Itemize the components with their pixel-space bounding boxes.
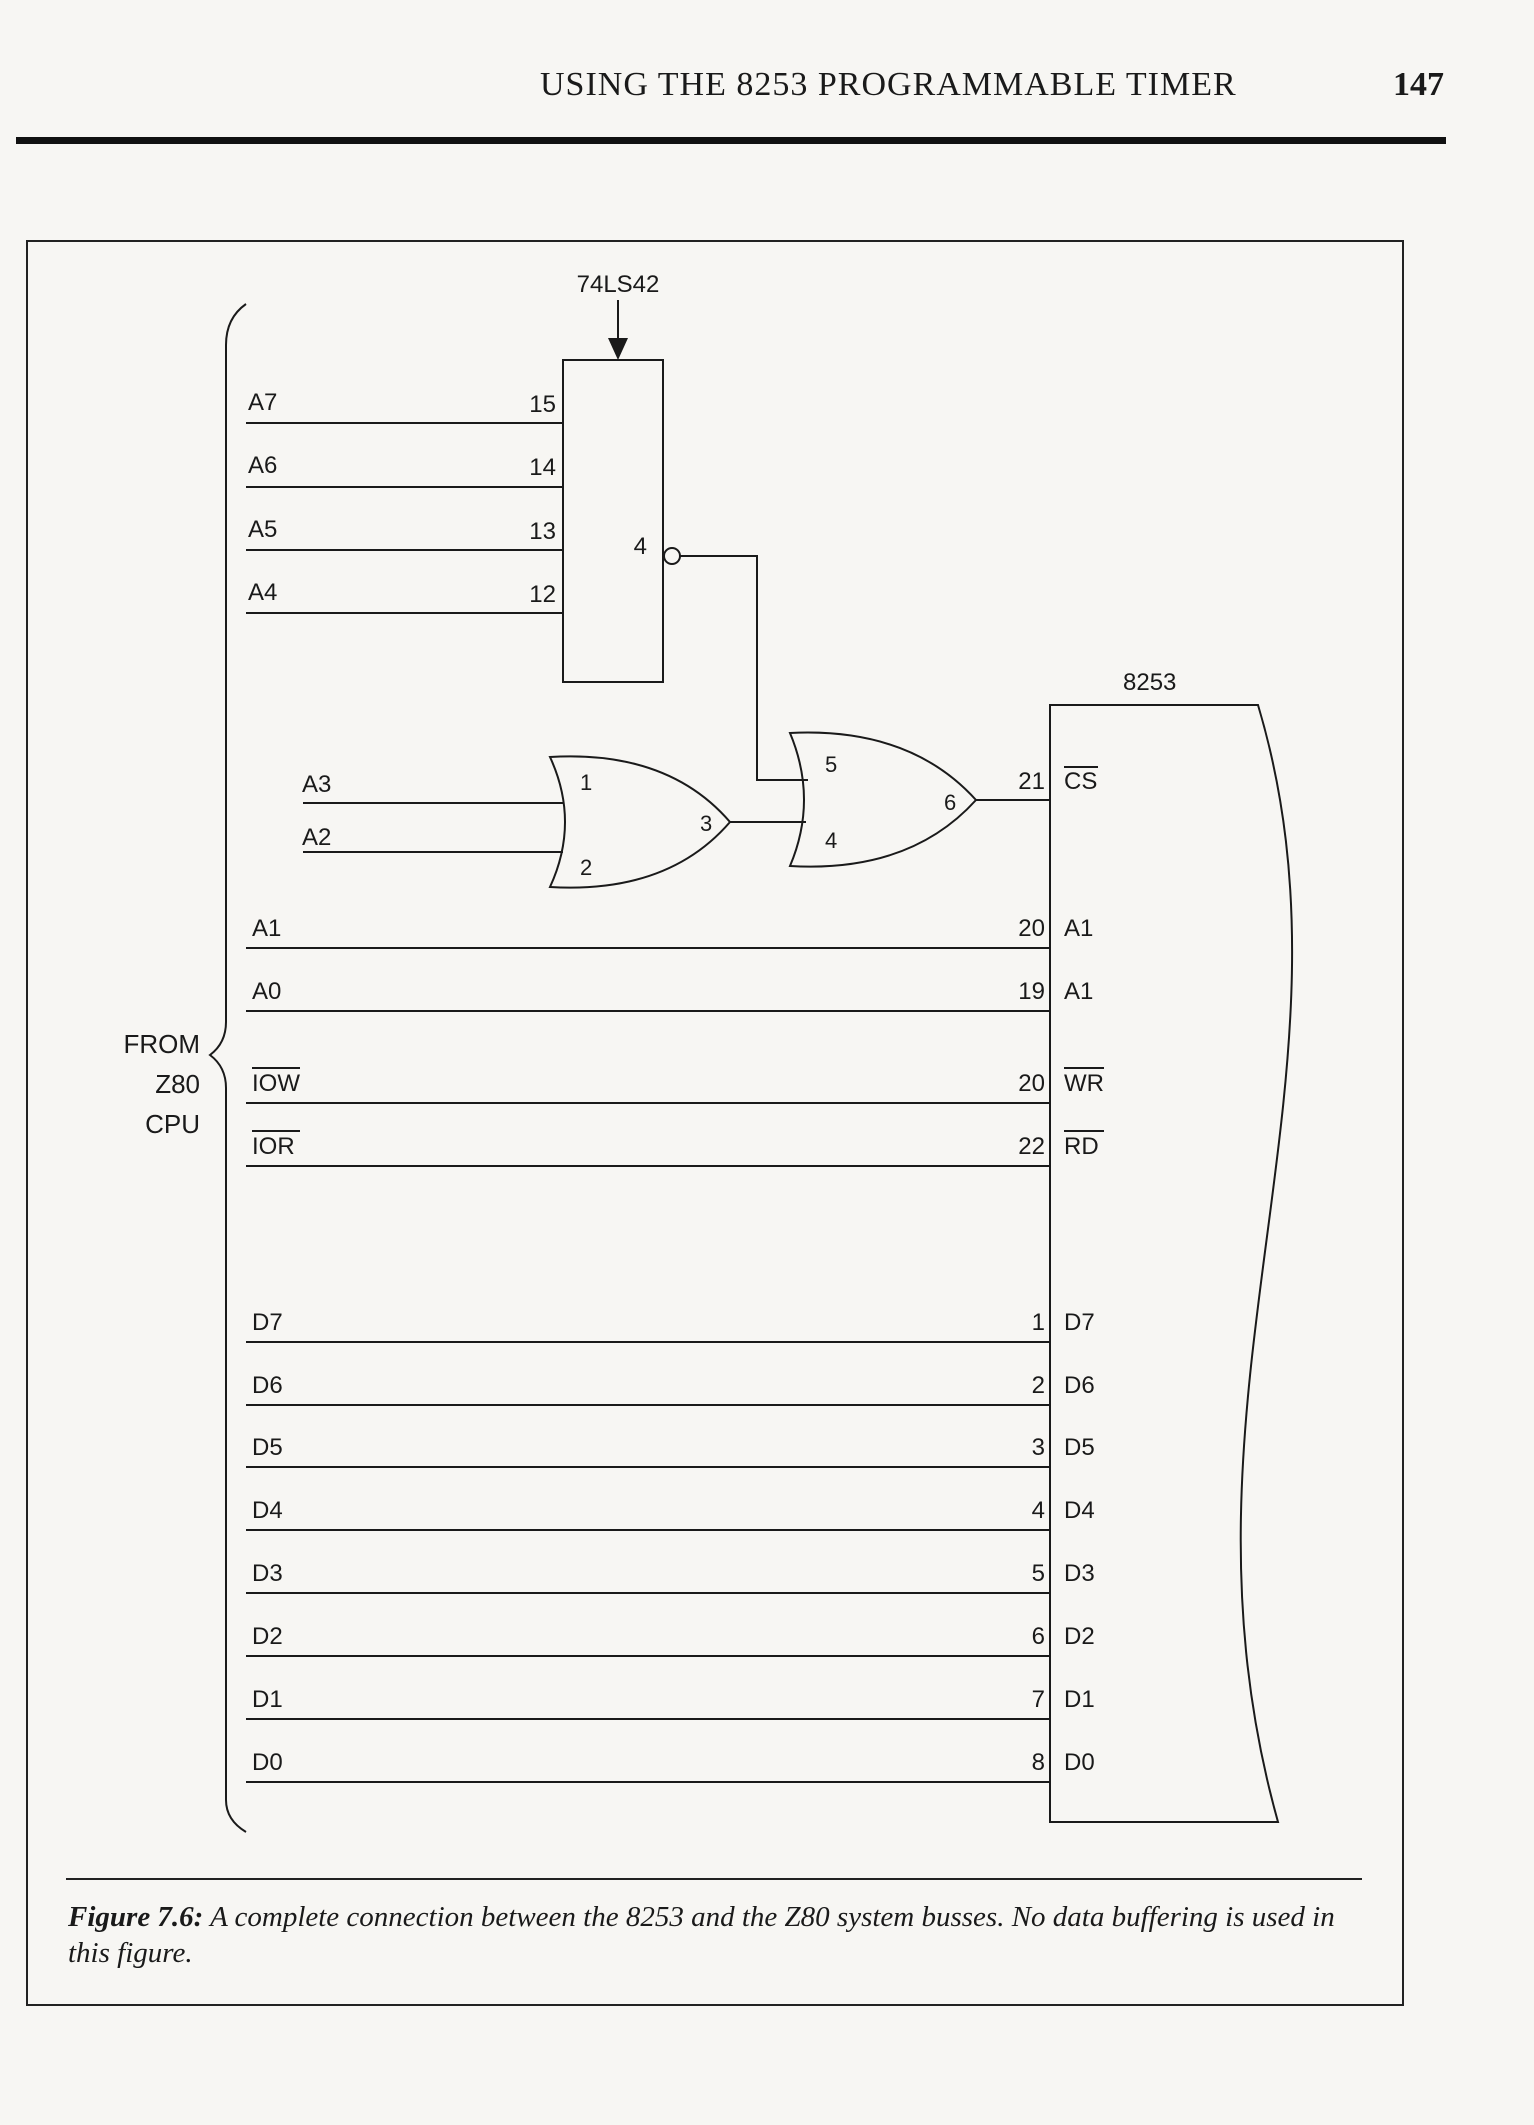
- signal-source-label: D2: [252, 1623, 283, 1650]
- signal-chip-pin-name: D5: [1064, 1434, 1095, 1461]
- or-gate-1: [548, 755, 732, 889]
- signal-source-label: A0: [252, 978, 281, 1005]
- signal-chip-pin-name: A1: [1064, 978, 1093, 1005]
- inversion-bubble: [663, 547, 681, 565]
- signal-source-label: IOW: [252, 1070, 300, 1097]
- signal-source-label: A1: [252, 915, 281, 942]
- signal-pin-number: 4: [1032, 1497, 1045, 1524]
- chip-cs-pin: 21: [1018, 768, 1045, 795]
- signal-source-label: D0: [252, 1749, 283, 1776]
- gate1-pin-3: 3: [700, 811, 712, 836]
- signal-source-label: D5: [252, 1434, 283, 1461]
- signal-pin-number: 1: [1032, 1309, 1045, 1336]
- signal-pin-number: 2: [1032, 1372, 1045, 1399]
- source-from: FROM: [123, 1029, 200, 1059]
- signal-pin-number: 6: [1032, 1623, 1045, 1650]
- signal-source-label: D7: [252, 1309, 283, 1336]
- signal-pin-number: 3: [1032, 1434, 1045, 1461]
- page-number: 147: [1393, 66, 1444, 103]
- source-cpu: CPU: [145, 1109, 200, 1139]
- figure-label: Figure 7.6:: [68, 1901, 204, 1933]
- decoder-pin-15: 15: [529, 391, 556, 418]
- running-head: USING THE 8253 PROGRAMMABLE TIMER: [540, 66, 1237, 103]
- label-a6: A6: [248, 452, 277, 479]
- signal-source-label: D4: [252, 1497, 283, 1524]
- signal-pin-number: 20: [1018, 915, 1045, 942]
- label-a2: A2: [302, 824, 331, 851]
- source-z80: Z80: [155, 1069, 200, 1099]
- gate1-pin-1: 1: [580, 770, 592, 795]
- signal-chip-pin-name: A1: [1064, 915, 1093, 942]
- signal-source-label: D3: [252, 1560, 283, 1587]
- signal-source-label: D1: [252, 1686, 283, 1713]
- signal-chip-pin-name: D0: [1064, 1749, 1095, 1776]
- gate1-pin-2: 2: [580, 855, 592, 880]
- label-a3: A3: [302, 771, 331, 798]
- decoder-pin-14: 14: [529, 454, 556, 481]
- signal-chip-pin-name: D7: [1064, 1309, 1095, 1336]
- signal-pin-number: 8: [1032, 1749, 1045, 1776]
- signal-pin-number: 7: [1032, 1686, 1045, 1713]
- caption-text: A complete connection between the 8253 a…: [68, 1901, 1335, 1969]
- or-gate-2: [788, 731, 978, 868]
- signal-chip-pin-name: D2: [1064, 1623, 1095, 1650]
- gate2-pin-4: 4: [825, 828, 837, 853]
- signal-chip-pin-name: D6: [1064, 1372, 1095, 1399]
- decoder-pin-13: 13: [529, 518, 556, 545]
- signal-pin-number: 5: [1032, 1560, 1045, 1587]
- decoder-pin-12: 12: [529, 581, 556, 608]
- signal-chip-pin-name: D1: [1064, 1686, 1095, 1713]
- gate2-pin-5: 5: [825, 752, 837, 777]
- wire-decoder-out: [680, 555, 808, 781]
- chip-label: 8253: [1123, 669, 1176, 696]
- label-a5: A5: [248, 516, 277, 543]
- signal-pin-number: 20: [1018, 1070, 1045, 1097]
- signal-chip-pin-name: RD: [1064, 1133, 1099, 1160]
- caption-rule: [66, 1878, 1362, 1880]
- bus-brace: [208, 303, 247, 1833]
- chip-cs-name: CS: [1064, 768, 1097, 795]
- signal-pin-number: 19: [1018, 978, 1045, 1005]
- label-a4: A4: [248, 579, 277, 606]
- signal-chip-pin-name: D4: [1064, 1497, 1095, 1524]
- signal-chip-pin-name: D3: [1064, 1560, 1095, 1587]
- signal-source-label: D6: [252, 1372, 283, 1399]
- header-rule: [16, 137, 1446, 144]
- chip-8253-outline: [1049, 704, 1294, 1823]
- decoder-label: 74LS42: [577, 271, 660, 298]
- label-a7: A7: [248, 389, 277, 416]
- signal-source-label: IOR: [252, 1133, 295, 1160]
- figure-caption: Figure 7.6: A complete connection betwee…: [68, 1899, 1368, 1971]
- decoder-box: [562, 359, 664, 683]
- figure-frame: [26, 240, 1404, 2006]
- signal-chip-pin-name: WR: [1064, 1070, 1104, 1097]
- gate2-pin-6: 6: [944, 790, 956, 815]
- decoder-output-pin: 4: [634, 533, 647, 560]
- signal-pin-number: 22: [1018, 1133, 1045, 1160]
